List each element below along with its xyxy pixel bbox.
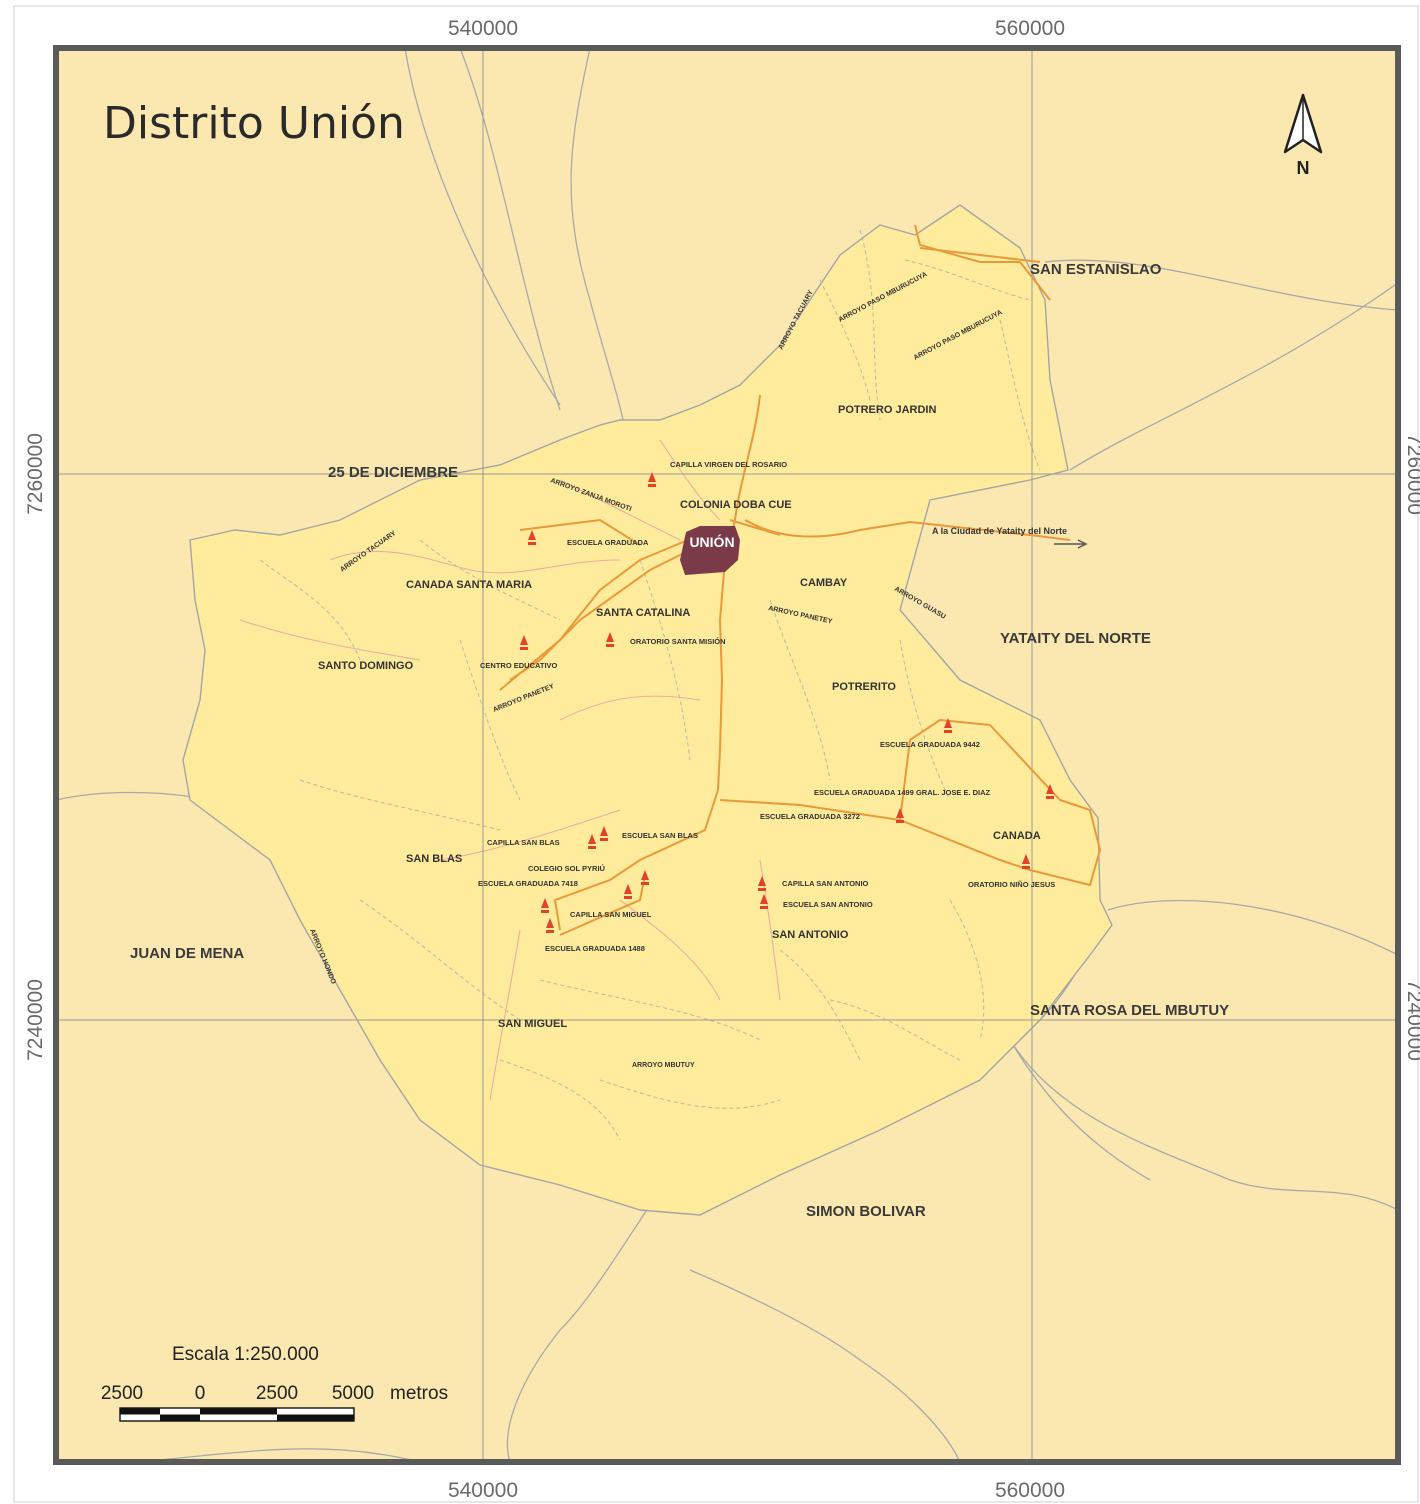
label-escuela-graduada: ESCUELA GRADUADA (567, 538, 649, 547)
label-san-blas: SAN BLAS (406, 853, 462, 865)
north-label: N (1297, 158, 1310, 178)
x-coord-bottom-1: 540000 (448, 1479, 518, 1502)
label-canada-santa-maria: CANADA SANTA MARIA (406, 579, 532, 591)
label-potrerito: POTRERITO (832, 681, 896, 693)
scale-tick-1: 0 (195, 1383, 206, 1404)
label-san-miguel: SAN MIGUEL (498, 1018, 567, 1030)
label-juan-de-mena: JUAN DE MENA (130, 945, 244, 962)
arrow-right-icon (1054, 539, 1088, 549)
scale-bar (119, 1407, 355, 1422)
institution-markers (520, 472, 1054, 933)
label-simon-bolivar: SIMON BOLIVAR (806, 1203, 926, 1220)
scale-tick-0: 2500 (101, 1383, 143, 1404)
map-title: Distrito Unión (103, 98, 405, 149)
label-san-estanislao: SAN ESTANISLAO (1030, 261, 1162, 278)
label-santa-catalina: SANTA CATALINA (596, 607, 690, 619)
scale-title: Escala 1:250.000 (172, 1344, 319, 1365)
label-escuela-3272: ESCUELA GRADUADA 3272 (760, 812, 860, 821)
label-capilla-san-antonio: CAPILLA SAN ANTONIO (782, 879, 869, 888)
label-oratorio-nino: ORATORIO NIÑO JESUS (968, 880, 1055, 889)
y-coord-right-1: 7260000 (1403, 433, 1420, 515)
y-coord-left-1: 7260000 (24, 433, 47, 515)
label-potrero-jardin: POTRERO JARDIN (838, 404, 936, 416)
y-coord-left-2: 7240000 (24, 979, 47, 1061)
label-escuela-san-antonio: ESCUELA SAN ANTONIO (783, 900, 873, 909)
label-25-diciembre: 25 DE DICIEMBRE (328, 464, 458, 481)
label-cambay: CAMBAY (800, 577, 848, 589)
map-frame (53, 45, 1401, 1465)
label-escuela-1488: ESCUELA GRADUADA 1488 (545, 944, 645, 953)
x-coord-top-1: 540000 (448, 17, 518, 40)
label-santa-rosa: SANTA ROSA DEL MBUTUY (1030, 1002, 1229, 1019)
x-coord-top-2: 560000 (995, 17, 1065, 40)
label-colegio: COLEGIO SOL PYRIÚ (528, 864, 605, 873)
label-yataity-norte: YATAITY DEL NORTE (1000, 630, 1151, 647)
x-coord-bottom-2: 560000 (995, 1479, 1065, 1502)
road-note: A la Ciudad de Yataity del Norte (932, 526, 1067, 536)
scale-tick-3: 5000 (332, 1383, 374, 1404)
label-colonia: COLONIA DOBA CUE (680, 499, 792, 511)
label-capilla-san-blas: CAPILLA SAN BLAS (487, 838, 560, 847)
label-centro-educativo: CENTRO EDUCATIVO (480, 661, 558, 670)
label-canada: CANADA (993, 830, 1041, 842)
coordinate-grid (56, 48, 1398, 1462)
y-coord-right-2: 7240000 (1403, 979, 1420, 1061)
label-escuela-9442: ESCUELA GRADUADA 9442 (880, 740, 980, 749)
label-san-antonio: SAN ANTONIO (772, 929, 849, 941)
roads (499, 224, 1102, 936)
internal-paths (259, 229, 1041, 1141)
label-capilla-san-miguel: CAPILLA SAN MIGUEL (570, 910, 652, 919)
label-escuela-san-blas: ESCUELA SAN BLAS (622, 831, 698, 840)
label-escuela-7418: ESCUELA GRADUADA 7418 (478, 879, 578, 888)
north-arrow-icon (1283, 93, 1323, 154)
neighbor-boundaries (55, 47, 1399, 1463)
label-oratorio-santa: ORATORIO SANTA MISIÓN (630, 637, 726, 646)
label-capilla-virgen: CAPILLA VIRGEN DEL ROSARIO (670, 460, 787, 469)
district-boundary (182, 204, 1113, 1216)
scale-tick-2: 2500 (256, 1383, 298, 1404)
label-escuela-1499: ESCUELA GRADUADA 1499 GRAL. JOSE E. DIAZ (814, 788, 991, 797)
town-area (680, 526, 740, 575)
label-stream-mbutuy: ARROYO MBUTUY (632, 1062, 695, 1069)
scale-unit: metros (390, 1383, 448, 1404)
streams (239, 439, 781, 1101)
label-santo-domingo: SANTO DOMINGO (318, 660, 414, 672)
town-label: UNIÓN (689, 533, 734, 550)
